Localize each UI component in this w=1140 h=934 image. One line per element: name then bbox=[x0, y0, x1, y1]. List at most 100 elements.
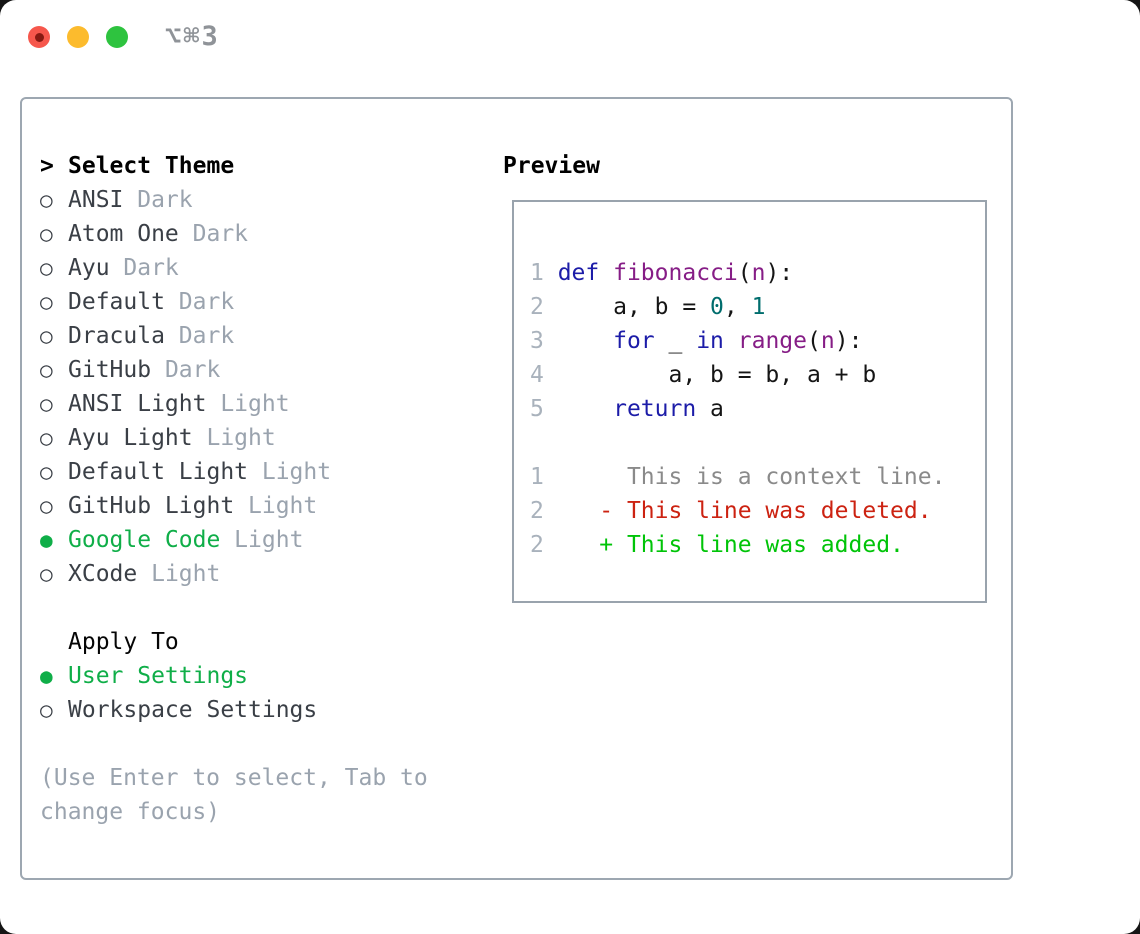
theme-option-github[interactable]: ○GitHub Dark bbox=[40, 353, 428, 387]
theme-picker-panel: >Select Theme ○ANSI Dark○Atom One Dark○A… bbox=[20, 97, 1013, 880]
maximize-button[interactable] bbox=[106, 26, 128, 48]
theme-variant-badge: Light bbox=[220, 527, 304, 553]
theme-option-default-light[interactable]: ○ Default Light Light bbox=[40, 455, 428, 489]
theme-option-ansi-light[interactable]: ○ ANSI Light Light bbox=[40, 387, 428, 421]
code-segment-kw: for bbox=[613, 328, 655, 354]
code-segment-ln: 2 bbox=[530, 294, 558, 320]
theme-name: GitHub bbox=[68, 357, 152, 383]
theme-name: Atom One bbox=[68, 221, 179, 247]
code-segment-ln: 1 bbox=[530, 464, 558, 490]
close-button[interactable] bbox=[28, 26, 50, 48]
theme-variant-badge: Light bbox=[137, 561, 221, 587]
apply-to-label: Apply To bbox=[68, 629, 179, 655]
code-segment-pl bbox=[558, 532, 600, 558]
apply-option-label: Workspace Settings bbox=[68, 697, 318, 723]
apply-to-header: Apply To bbox=[40, 625, 428, 659]
code-segment-pl bbox=[724, 328, 738, 354]
spacer bbox=[40, 727, 428, 761]
theme-option-dracula[interactable]: ○Dracula Dark bbox=[40, 319, 428, 353]
theme-option-google-code[interactable]: ● Google Code Light bbox=[40, 523, 428, 557]
sidebar: >Select Theme ○ANSI Dark○Atom One Dark○A… bbox=[40, 149, 428, 829]
theme-variant-badge: Dark bbox=[109, 255, 179, 281]
apply-to-list: ●User Settings ○ Workspace Settings bbox=[40, 659, 428, 727]
keyboard-hint: (Use Enter to select, Tab to change focus… bbox=[40, 761, 428, 829]
traffic-lights bbox=[28, 26, 128, 48]
select-theme-header: > Select Theme bbox=[40, 149, 428, 183]
code-segment-pl bbox=[558, 328, 613, 354]
code-segment-fn: n bbox=[751, 260, 766, 286]
radio-icon: ○ bbox=[40, 562, 53, 586]
code-line: 5 return a bbox=[530, 392, 985, 426]
code-line: 1 def fibonacci(n): bbox=[530, 256, 985, 290]
code-segment-pl bbox=[558, 498, 600, 524]
code-segment-pl: a, b = b, a + b bbox=[557, 362, 877, 388]
code-segment-lit: 0 bbox=[710, 294, 724, 320]
code-segment-ln: 3 bbox=[530, 328, 558, 354]
code-segment-add: + This line was added. bbox=[599, 532, 904, 558]
radio-icon: ○ bbox=[40, 188, 53, 212]
theme-variant-badge: Dark bbox=[164, 323, 235, 349]
radio-icon: ○ bbox=[40, 324, 53, 348]
theme-option-atom-one[interactable]: ○ Atom One Dark bbox=[40, 217, 428, 251]
theme-name: Default bbox=[68, 289, 165, 315]
code-segment-ln: 2 bbox=[530, 498, 558, 524]
radio-icon: ○ bbox=[40, 494, 53, 518]
hint-line: change focus) bbox=[40, 799, 221, 825]
radio-selected-icon: ● bbox=[40, 664, 53, 688]
code-line: 4 a, b = b, a + b bbox=[530, 358, 985, 392]
theme-option-ayu[interactable]: ○ Ayu Dark bbox=[40, 251, 428, 285]
code-segment-pl: a bbox=[696, 396, 724, 422]
diff-added-line: 2 + This line was added. bbox=[530, 528, 985, 562]
theme-option-ansi[interactable]: ○ANSI Dark bbox=[40, 183, 428, 217]
radio-icon: ○ bbox=[40, 460, 53, 484]
radio-selected-icon: ● bbox=[40, 528, 53, 552]
code-segment-pl: , bbox=[723, 294, 752, 320]
apply-to-indent bbox=[40, 625, 68, 659]
code-segment-pl bbox=[558, 396, 613, 422]
code-segment-kw: return bbox=[613, 396, 697, 422]
preview-header: Preview bbox=[503, 153, 600, 179]
radio-icon: ○ bbox=[40, 426, 53, 450]
theme-variant-badge: Light bbox=[248, 459, 332, 485]
apply-option-user-settings[interactable]: ●User Settings bbox=[40, 659, 428, 693]
theme-option-xcode[interactable]: ○ XCode Light bbox=[40, 557, 428, 591]
code-segment-pl: ( bbox=[807, 328, 821, 354]
blank-line bbox=[530, 426, 985, 460]
radio-icon: ○ bbox=[40, 392, 53, 416]
code-line: 2 a, b = 0, 1 bbox=[530, 290, 985, 324]
theme-name: XCode bbox=[68, 561, 138, 587]
apply-option-workspace-settings[interactable]: ○ Workspace Settings bbox=[40, 693, 428, 727]
code-segment-ln: 5 bbox=[530, 396, 558, 422]
select-theme-label: Select Theme bbox=[68, 153, 235, 179]
theme-variant-badge: Dark bbox=[178, 221, 249, 247]
radio-icon: ○ bbox=[40, 698, 53, 722]
theme-name: Ayu bbox=[68, 255, 110, 281]
theme-variant-badge: Dark bbox=[151, 357, 221, 383]
theme-variant-badge: Light bbox=[206, 391, 290, 417]
code-line: 3 for _ in range(n): bbox=[530, 324, 985, 358]
hint-line: (Use Enter to select, Tab to bbox=[40, 765, 428, 791]
code-segment-fn: fibonacci bbox=[613, 260, 738, 286]
theme-option-default[interactable]: ○Default Dark bbox=[40, 285, 428, 319]
code-segment-del: - This line was deleted. bbox=[599, 498, 932, 524]
code-segment-pl: ( bbox=[737, 260, 752, 286]
radio-icon: ○ bbox=[40, 256, 53, 280]
theme-name: Google Code bbox=[68, 527, 221, 553]
focus-caret-icon: > bbox=[40, 153, 54, 179]
theme-variant-badge: Light bbox=[234, 493, 318, 519]
theme-name: ANSI Light bbox=[68, 391, 207, 417]
theme-variant-badge: Dark bbox=[123, 187, 193, 213]
code-segment-fn: range bbox=[737, 328, 807, 354]
window-title: ⌥⌘3 bbox=[165, 21, 220, 52]
code-segment-ln: 1 bbox=[530, 260, 558, 286]
code-segment-pl bbox=[599, 260, 613, 286]
radio-icon: ○ bbox=[40, 222, 53, 246]
theme-option-github-light[interactable]: ○GitHub Light Light bbox=[40, 489, 428, 523]
code-segment-ln: 4 bbox=[530, 362, 558, 388]
theme-option-ayu-light[interactable]: ○Ayu Light Light bbox=[40, 421, 428, 455]
code-segment-pl: ): bbox=[834, 328, 863, 354]
spacer bbox=[40, 591, 428, 625]
minimize-button[interactable] bbox=[67, 26, 89, 48]
theme-name: Default Light bbox=[68, 459, 249, 485]
